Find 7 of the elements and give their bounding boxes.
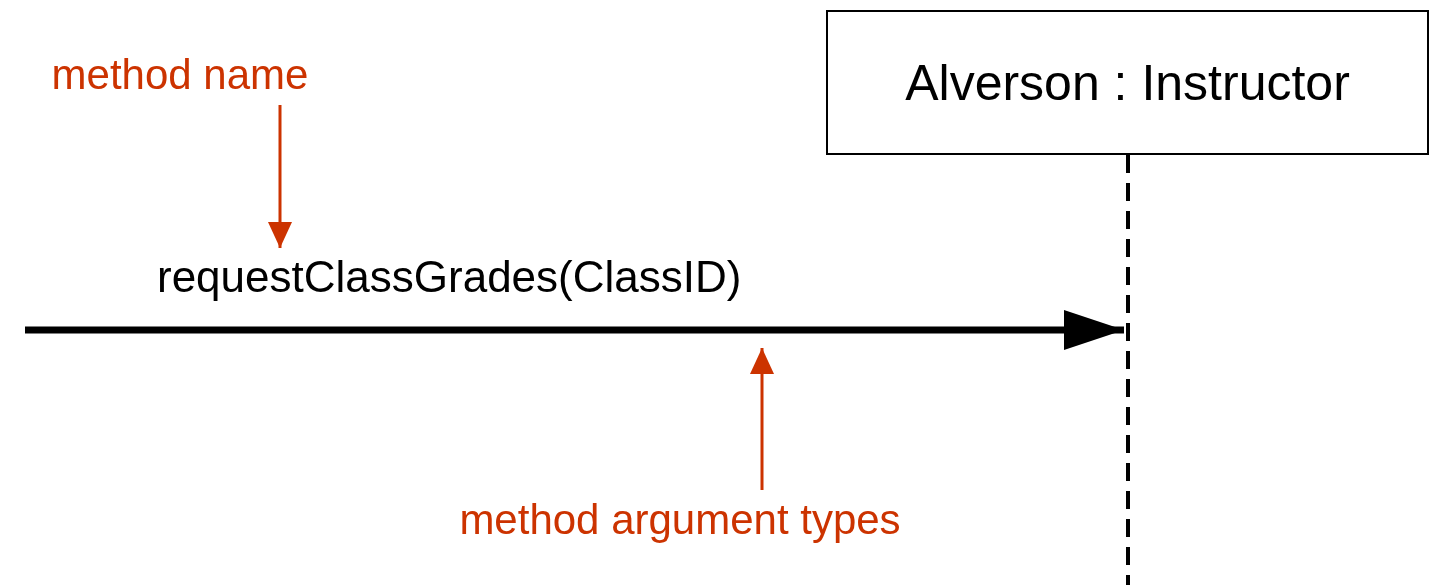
annotation-text: method name [51,51,309,99]
leader-line [750,348,774,490]
leader-line [268,105,292,248]
annotation-text: method argument types [459,496,901,544]
object-box [826,10,1429,155]
lifeline [1124,155,1132,585]
object-name: Alverson : Instructor [905,53,1350,112]
